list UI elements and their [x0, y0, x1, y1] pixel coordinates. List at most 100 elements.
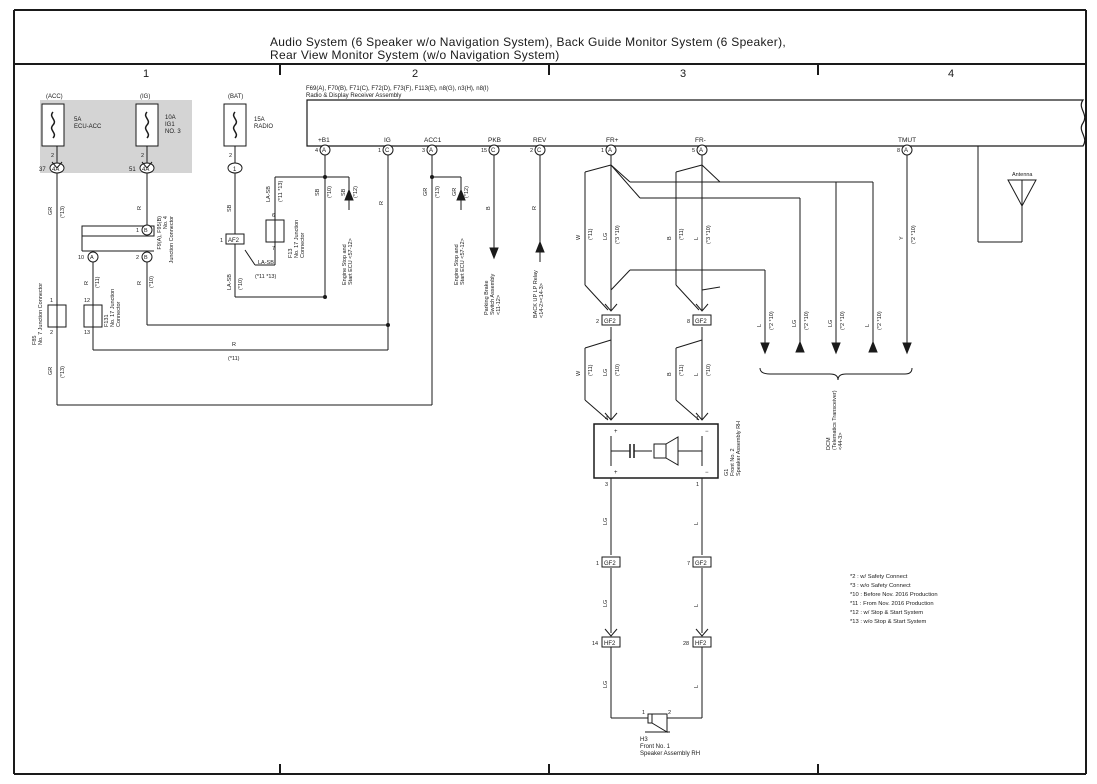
- svg-text:GF2: GF2: [604, 319, 616, 325]
- svg-text:LG: LG: [828, 320, 834, 327]
- svg-text:8: 8: [687, 319, 690, 325]
- svg-text:GR: GR: [423, 188, 429, 196]
- radio-receiver-assembly: F69(A), F70(B), F71(C), F72(D), F73(F), …: [306, 86, 1086, 147]
- svg-text:(*12): (*12): [353, 186, 359, 198]
- svg-text:A: A: [699, 148, 703, 154]
- svg-text:1: 1: [136, 228, 139, 234]
- svg-text:1: 1: [642, 710, 645, 716]
- svg-text:F9(A), F95(B): F9(A), F95(B): [157, 216, 163, 250]
- svg-text:A: A: [904, 148, 908, 154]
- svg-text:C: C: [537, 148, 542, 154]
- column-number: 4: [948, 68, 954, 80]
- svg-text:No. 17 Junction: No. 17 Junction: [294, 220, 300, 258]
- svg-text:GR: GR: [48, 207, 54, 215]
- svg-text:Antenna: Antenna: [1012, 172, 1033, 178]
- column-number: 3: [680, 68, 686, 80]
- svg-text:R: R: [137, 281, 143, 285]
- legend: *2 : w/ Safety Connect *3 : w/o Safety C…: [850, 574, 938, 625]
- svg-text:C: C: [491, 148, 496, 154]
- svg-text:(*2 *10): (*2 *10): [769, 311, 775, 330]
- svg-text:(*13): (*13): [60, 366, 66, 378]
- svg-text:(*2 *10): (*2 *10): [804, 311, 810, 330]
- svg-text:8: 8: [897, 148, 900, 154]
- svg-text:(Telematics Transceiver): (Telematics Transceiver): [832, 390, 838, 450]
- svg-text:1: 1: [50, 298, 53, 304]
- svg-text:(*11): (*11): [95, 276, 101, 288]
- svg-text:(*11): (*11): [679, 364, 685, 376]
- svg-text:28: 28: [683, 641, 689, 647]
- svg-text:B: B: [667, 236, 673, 240]
- svg-text:GR: GR: [48, 367, 54, 375]
- svg-text:(*11): (*11): [588, 228, 594, 240]
- svg-text:B: B: [144, 255, 148, 261]
- frame: [13, 9, 1087, 775]
- svg-text:Speaker Assembly RH: Speaker Assembly RH: [640, 751, 700, 757]
- svg-text:(*2 *10): (*2 *10): [911, 225, 917, 244]
- svg-text:A: A: [429, 148, 433, 154]
- svg-text:37: 37: [39, 167, 46, 173]
- svg-text:SB: SB: [227, 204, 233, 212]
- title-line-2: Rear View Monitor System (w/o Navigation…: [270, 48, 560, 62]
- svg-text:PKB: PKB: [488, 137, 501, 144]
- svg-text:FR-: FR-: [695, 137, 706, 144]
- svg-text:F69(A), F70(B), F71(C), F72(D): F69(A), F70(B), F71(C), F72(D), F73(F), …: [306, 86, 489, 92]
- wires: [56, 146, 1037, 719]
- svg-text:3: 3: [605, 482, 608, 488]
- fuse-ig: (IG) 10A IG1 NO. 3: [135, 94, 181, 147]
- svg-text:10A: 10A: [165, 115, 176, 121]
- svg-text:(*10): (*10): [706, 364, 712, 376]
- svg-text:GF2: GF2: [695, 561, 707, 567]
- svg-text:1: 1: [696, 416, 699, 422]
- diagram-title: Audio System (6 Speaker w/o Navigation S…: [270, 36, 786, 62]
- receiver-pins: +B1 IG ACC1 PKB REV FR+ FR- TMUT A C A C…: [315, 137, 916, 156]
- svg-text:Start ECU <57-12>: Start ECU <57-12>: [348, 238, 354, 285]
- svg-text:7: 7: [687, 561, 690, 567]
- svg-text:+: +: [614, 470, 618, 476]
- svg-text:L: L: [865, 324, 871, 327]
- svg-text:ECU-ACC: ECU-ACC: [74, 124, 102, 130]
- svg-text:REV: REV: [533, 137, 547, 144]
- destination-labels: Engine Stop and Start ECU <57-12> Engine…: [342, 172, 1033, 450]
- svg-text:10: 10: [78, 255, 84, 261]
- svg-text:−: −: [705, 470, 709, 476]
- svg-text:GF2: GF2: [604, 561, 616, 567]
- svg-text:Front No. 2: Front No. 2: [730, 448, 736, 476]
- svg-text:4A: 4A: [52, 167, 59, 173]
- svg-text:B: B: [667, 372, 673, 376]
- svg-text:(*2 *10): (*2 *10): [877, 311, 883, 330]
- svg-text:(*3 *10): (*3 *10): [615, 225, 621, 244]
- svg-text:Engine Stop and: Engine Stop and: [342, 244, 348, 285]
- svg-text:B: B: [486, 206, 492, 210]
- svg-text:1: 1: [378, 148, 381, 154]
- svg-text:IG: IG: [384, 137, 391, 144]
- svg-text:(*12): (*12): [464, 186, 470, 198]
- svg-text:1: 1: [601, 148, 604, 154]
- svg-text:RADIO: RADIO: [254, 124, 273, 130]
- svg-text:Radio & Display Receiver Assem: Radio & Display Receiver Assembly: [306, 93, 401, 99]
- svg-text:BACK UP LP Relay: BACK UP LP Relay: [533, 270, 539, 318]
- svg-text:Speaker Assembly RH: Speaker Assembly RH: [736, 421, 742, 476]
- svg-text:R: R: [84, 281, 90, 285]
- svg-text:Y: Y: [899, 236, 905, 240]
- svg-text:LA-SB: LA-SB: [227, 274, 233, 290]
- svg-text:No. 17 Junction: No. 17 Junction: [110, 289, 116, 327]
- svg-text:<14-2><14-3>: <14-2><14-3>: [539, 283, 545, 318]
- svg-text:LG: LG: [603, 681, 609, 688]
- svg-text:1: 1: [220, 238, 223, 244]
- svg-text:F13: F13: [288, 249, 294, 258]
- svg-text:(BAT): (BAT): [228, 94, 243, 100]
- svg-text:4A: 4A: [142, 167, 149, 173]
- column-number: 1: [143, 68, 149, 80]
- svg-text:4: 4: [605, 416, 608, 422]
- svg-text:1: 1: [696, 482, 699, 488]
- svg-text:(*11): (*11): [588, 364, 594, 376]
- svg-text:L: L: [694, 604, 700, 607]
- speaker-g1-label: G1 Front No. 2 Speaker Assembly RH: [724, 421, 742, 476]
- svg-text:(*2 *10): (*2 *10): [840, 311, 846, 330]
- svg-text:<44-3>: <44-3>: [838, 433, 844, 450]
- svg-text:15: 15: [481, 148, 487, 154]
- svg-text:Parking Brake: Parking Brake: [484, 280, 490, 315]
- svg-text:ACC1: ACC1: [424, 137, 442, 144]
- svg-text:2: 2: [141, 153, 144, 159]
